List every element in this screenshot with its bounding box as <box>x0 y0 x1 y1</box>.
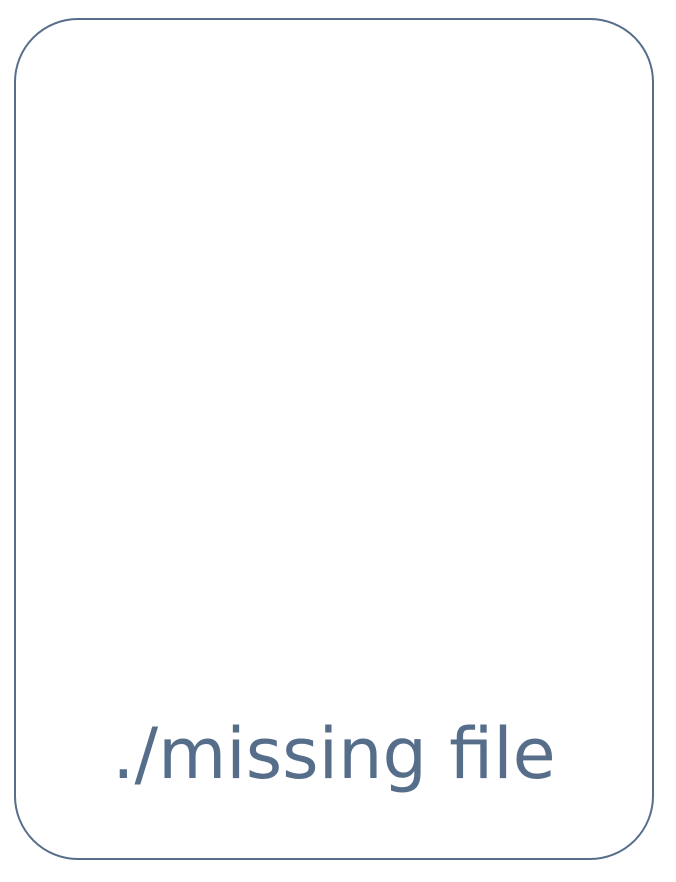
missing-file-placeholder: ./missing file <box>14 18 654 860</box>
missing-file-label: ./missing file <box>112 713 556 795</box>
